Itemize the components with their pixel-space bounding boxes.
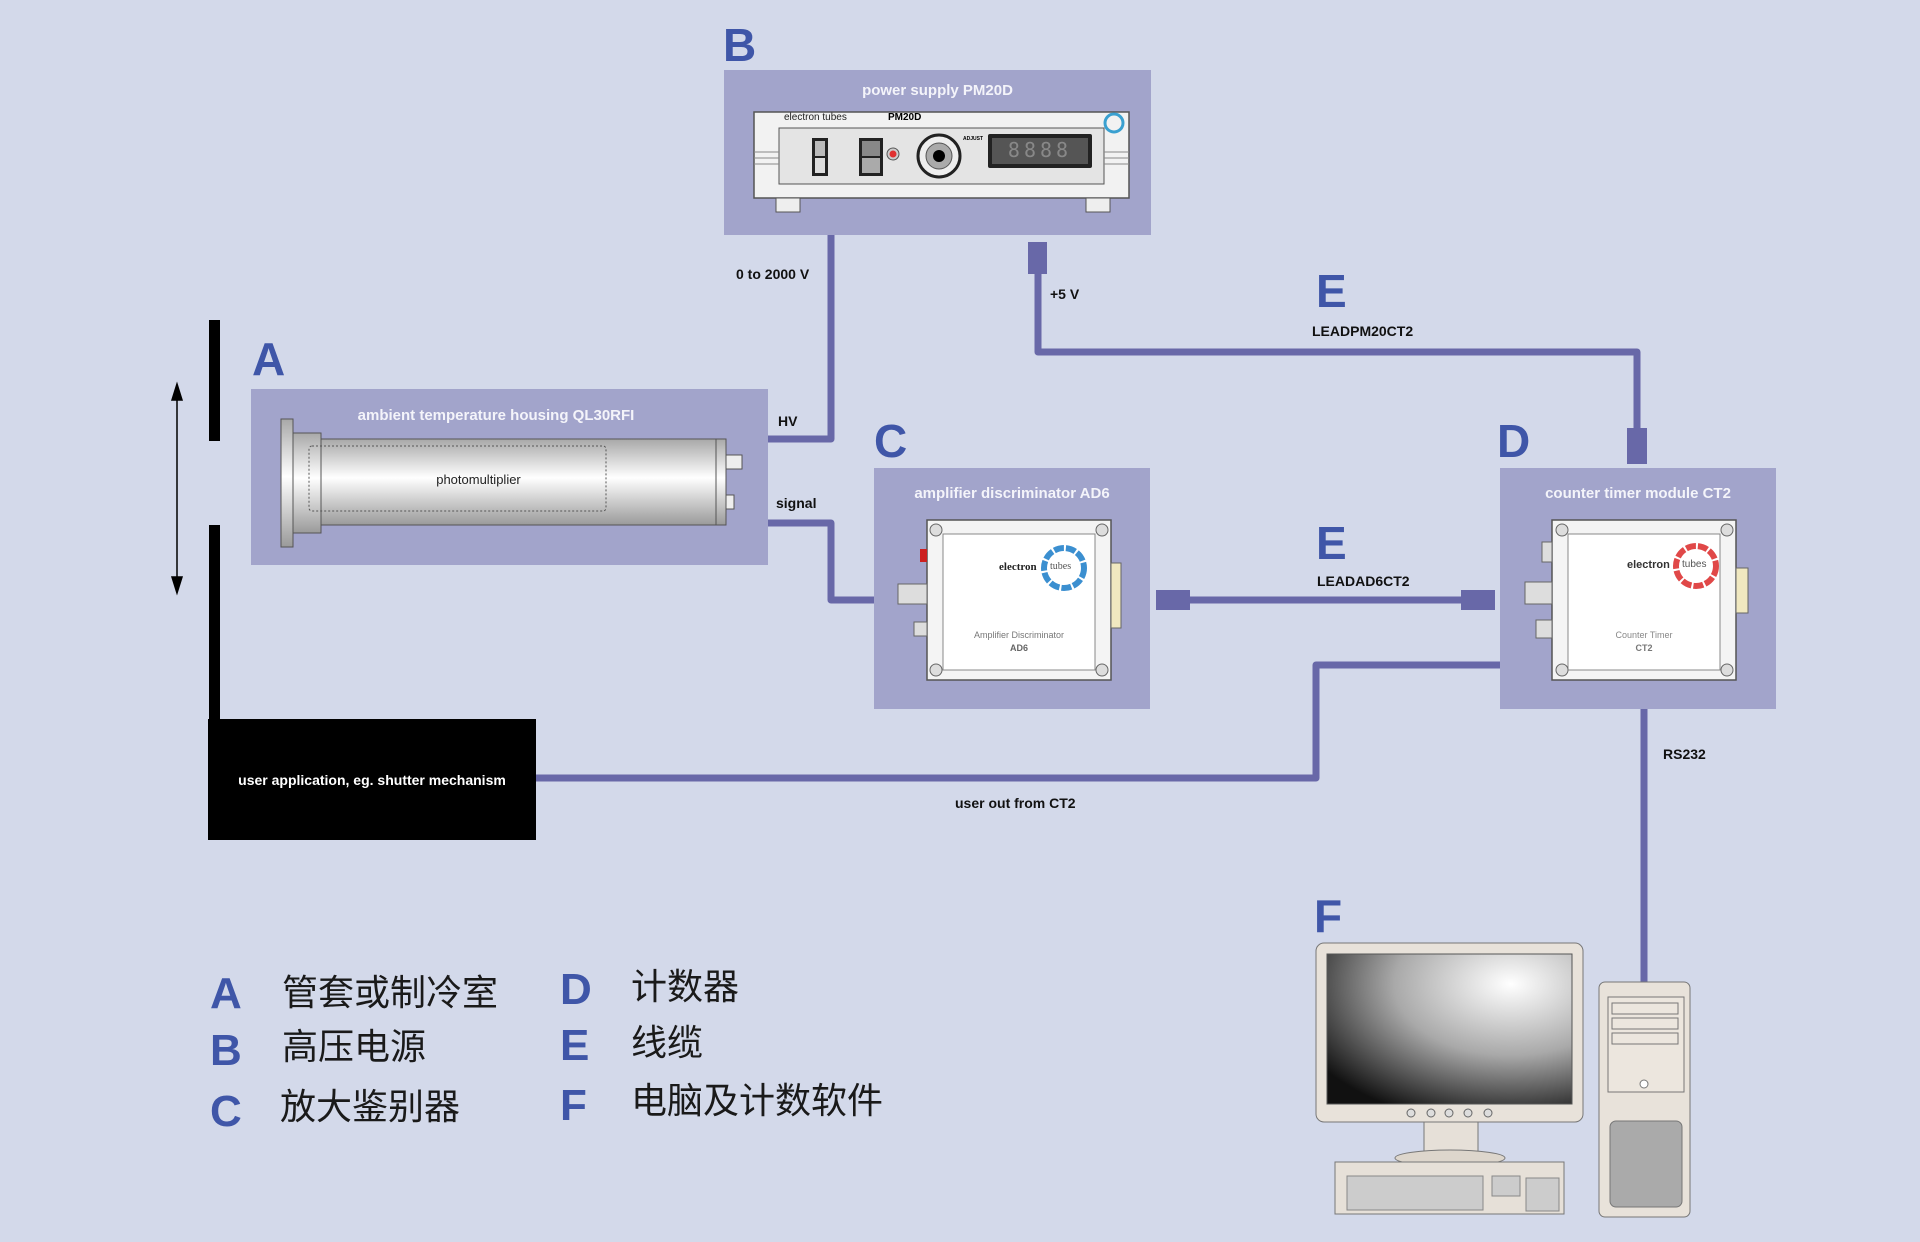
- brand-label: electron tubes: [784, 112, 847, 123]
- brand-electron: electron: [1627, 559, 1670, 571]
- counter-timer-title: counter timer module CT2: [1545, 485, 1731, 502]
- device-name: Amplifier Discriminator: [973, 630, 1064, 640]
- motion-arrow-icon: [170, 381, 184, 596]
- legend-letter: A: [210, 969, 242, 1018]
- power-supply-device: [753, 111, 1130, 213]
- shutter-bar-bottom: [209, 525, 220, 720]
- brand-electron: electron: [999, 561, 1037, 573]
- legend-letter: D: [560, 965, 592, 1014]
- label-letter-f: F: [1314, 890, 1343, 942]
- legend-text: 电脑及计数软件: [631, 1081, 884, 1122]
- rs232-label: RS232: [1663, 746, 1706, 762]
- housing-title: ambient temperature housing QL30RFI: [357, 407, 635, 424]
- lead-pm20ct2-cable: [1034, 270, 1641, 430]
- amplifier-panel: amplifier discriminator AD6 electron tub…: [874, 468, 1150, 709]
- label-letter-d: D: [1497, 415, 1531, 467]
- connector-d-left: [1461, 590, 1495, 610]
- label-letter-b: B: [723, 19, 757, 71]
- power-supply-title: power supply PM20D: [862, 82, 1013, 99]
- user-out-label: user out from CT2: [955, 795, 1076, 811]
- legend-text: 计数器: [631, 967, 740, 1008]
- housing-panel: ambient temperature housing QL30RFI phot…: [251, 389, 768, 565]
- legend-text: 线缆: [631, 1023, 704, 1064]
- user-application-label: user application, eg. shutter mechanism: [238, 771, 506, 788]
- legend-text: 高压电源: [282, 1027, 427, 1068]
- label-letter-c: C: [874, 415, 908, 467]
- user-out-cable: [536, 661, 1500, 782]
- shutter-bar-top: [209, 320, 220, 441]
- hv-cable: [768, 235, 835, 443]
- amplifier-title: amplifier discriminator AD6: [914, 485, 1110, 502]
- hv-range-label: 0 to 2000 V: [736, 266, 810, 282]
- legend-letter: B: [210, 1026, 242, 1075]
- label-letter-a: A: [252, 333, 286, 385]
- device-model: CT2: [1635, 643, 1653, 653]
- photomultiplier-label: photomultiplier: [436, 472, 521, 487]
- hv-label: HV: [778, 413, 798, 429]
- label-letter-e-mid: E: [1316, 517, 1347, 569]
- photomultiplier-device: [280, 418, 743, 548]
- signal-label: signal: [776, 495, 817, 511]
- legend-letter: C: [210, 1087, 242, 1136]
- connector-d-top: [1627, 428, 1647, 464]
- power-supply-panel: power supply PM20D electron tubes PM20D …: [724, 70, 1151, 235]
- connector-b-5v: [1028, 242, 1047, 274]
- brand-tubes: tubes: [1682, 559, 1707, 570]
- connector-c-right: [1156, 590, 1190, 610]
- lead-pm20ct2-label: LEADPM20CT2: [1312, 323, 1414, 339]
- counter-timer-device: [1524, 519, 1749, 681]
- model-label: PM20D: [888, 112, 922, 123]
- label-letter-e-top: E: [1316, 265, 1347, 317]
- user-application-box: user application, eg. shutter mechanism: [208, 719, 536, 840]
- device-model: AD6: [1009, 643, 1028, 653]
- adjust-label: ADJUST: [963, 136, 984, 142]
- display-readout: 8888: [1007, 138, 1073, 162]
- counter-timer-panel: counter timer module CT2 electron tubes …: [1500, 468, 1776, 709]
- plus5v-label: +5 V: [1050, 286, 1080, 302]
- legend-letter: E: [560, 1021, 590, 1070]
- legend-text: 放大鉴别器: [280, 1087, 461, 1128]
- legend-letter: F: [560, 1081, 587, 1130]
- lead-ad6ct2-label: LEADAD6CT2: [1317, 573, 1410, 589]
- device-name: Counter Timer: [1615, 630, 1673, 640]
- legend-text: 管套或制冷室: [282, 973, 499, 1014]
- signal-cable: [768, 519, 874, 604]
- brand-tubes: tubes: [1050, 561, 1072, 572]
- amplifier-device: [897, 519, 1122, 681]
